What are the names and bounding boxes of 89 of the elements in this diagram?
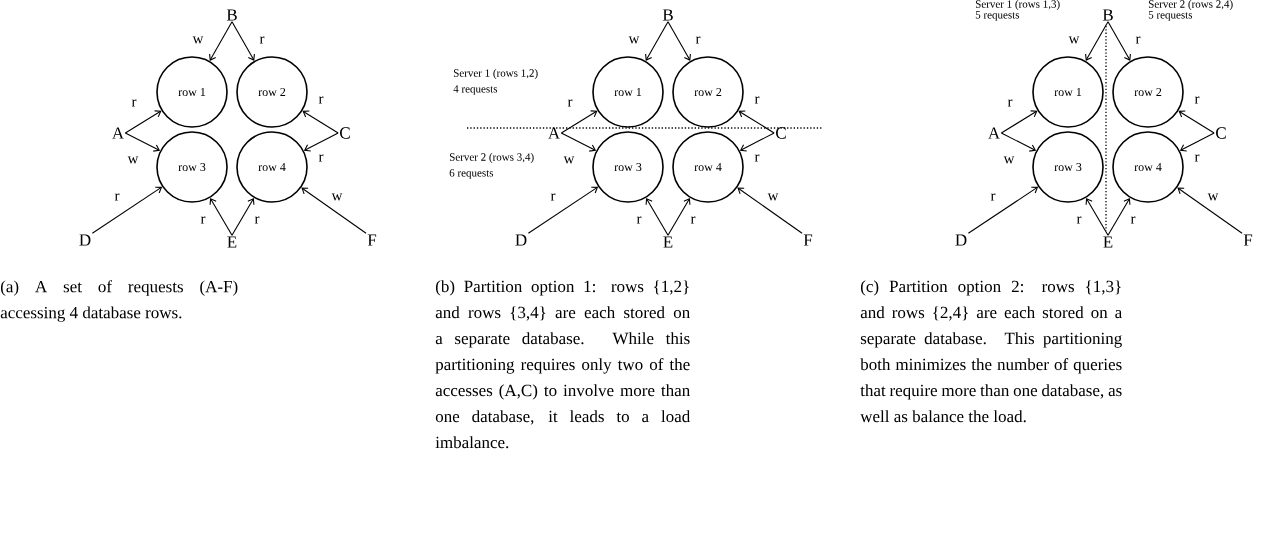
- edge-label: r: [259, 35, 265, 45]
- arrow: [1000, 110, 1038, 134]
- request-label: B: [1102, 9, 1113, 21]
- edge-label: r: [690, 215, 696, 225]
- edge-label: r: [318, 153, 324, 163]
- request-label: A: [112, 127, 124, 139]
- arrow: [560, 110, 598, 134]
- edge-label: r: [550, 192, 556, 202]
- edge-label: r: [990, 192, 996, 202]
- arrow: [1178, 110, 1215, 134]
- request-label: E: [227, 236, 237, 248]
- request-label: D: [79, 234, 91, 246]
- request-label: A: [988, 127, 1000, 139]
- arrow: [1085, 197, 1109, 236]
- arrow: [301, 187, 367, 234]
- arrow: [1107, 21, 1131, 61]
- arrow: [527, 186, 599, 234]
- request-label: D: [515, 234, 527, 246]
- arrow: [302, 110, 339, 134]
- arrow: [739, 132, 775, 152]
- edge-label: w: [563, 156, 575, 164]
- edge-label: r: [754, 95, 760, 105]
- edge-label: w: [767, 193, 779, 201]
- request-label: B: [226, 9, 237, 21]
- arrow: [231, 197, 255, 236]
- server-note: Server 2 (rows 3,4): [449, 153, 534, 163]
- edge-label: w: [331, 193, 343, 201]
- server-note: Server 1 (rows 1,3): [975, 0, 1060, 10]
- arrow: [645, 21, 669, 61]
- arrow: [91, 186, 163, 234]
- request-label: F: [803, 234, 813, 246]
- edge-label: r: [1135, 35, 1141, 45]
- edge-label: r: [254, 215, 260, 225]
- server-note: Server 2 (rows 2,4): [1148, 0, 1233, 10]
- edge-label: w: [628, 36, 640, 44]
- edge-label: w: [127, 156, 139, 164]
- edge-label: r: [1194, 95, 1200, 105]
- server-note: Server 1 (rows 1,2): [453, 69, 538, 79]
- edge-label: w: [1207, 193, 1219, 201]
- arrow: [1179, 132, 1215, 152]
- caption: (c) Partition option 2: rows {1,3} and rows {2,4} are each stored on a separate database. This partitioning both minimizes the number of queries that require more than one database, as well as balance the load.: [860, 280, 1122, 423]
- edge-label: w: [192, 36, 204, 44]
- edge-label: r: [131, 98, 137, 108]
- request-label: F: [1243, 234, 1253, 246]
- arrow: [1177, 187, 1243, 234]
- edge-label: r: [695, 35, 701, 45]
- arrow: [560, 132, 597, 152]
- arrow: [231, 21, 255, 61]
- arrow: [209, 197, 233, 236]
- request-label: E: [663, 236, 673, 248]
- request-label: E: [1103, 236, 1113, 248]
- arrow: [209, 21, 233, 61]
- edge-label: r: [318, 95, 324, 105]
- arrow: [1085, 21, 1109, 61]
- arrow: [124, 132, 161, 152]
- request-label: C: [1216, 127, 1226, 139]
- server-note: 5 requests: [975, 11, 1020, 21]
- arrow: [124, 110, 162, 134]
- server-note: 5 requests: [1148, 11, 1193, 21]
- arrow: [645, 197, 669, 236]
- edge-label: r: [636, 215, 642, 225]
- request-label: D: [955, 234, 967, 246]
- arrow: [1107, 197, 1131, 236]
- edge-label: r: [114, 192, 120, 202]
- arrow: [1000, 132, 1037, 152]
- edge-label: w: [1068, 36, 1080, 44]
- request-label: A: [548, 127, 560, 139]
- request-label: B: [662, 9, 673, 21]
- edge-label: r: [1076, 215, 1082, 225]
- arrow: [737, 187, 803, 234]
- arrow: [967, 186, 1039, 234]
- caption: (b) Partition option 1: rows {1,2} and rows {3,4} are each stored on a separate database. While this partitioning requires only two of the accesses (A,C) to involve more than one database, it leads to a load imbalance.: [435, 280, 691, 449]
- caption: (a) A set of requests (A-F) accessing 4 database rows.: [0, 280, 238, 322]
- edge-label: r: [567, 98, 573, 108]
- edge-label: r: [754, 153, 760, 163]
- arrow: [303, 132, 339, 152]
- edge-label: r: [1130, 215, 1136, 225]
- request-label: C: [776, 127, 786, 139]
- arrow: [667, 197, 691, 236]
- edge-label: r: [200, 215, 206, 225]
- edge-label: r: [1007, 98, 1013, 108]
- request-label: F: [367, 234, 377, 246]
- request-label: C: [340, 127, 350, 139]
- arrow: [738, 110, 775, 134]
- server-note: 4 requests: [453, 85, 498, 95]
- edge-label: w: [1003, 156, 1015, 164]
- server-note: 6 requests: [449, 169, 494, 179]
- arrow: [667, 21, 691, 61]
- edge-label: r: [1194, 153, 1200, 163]
